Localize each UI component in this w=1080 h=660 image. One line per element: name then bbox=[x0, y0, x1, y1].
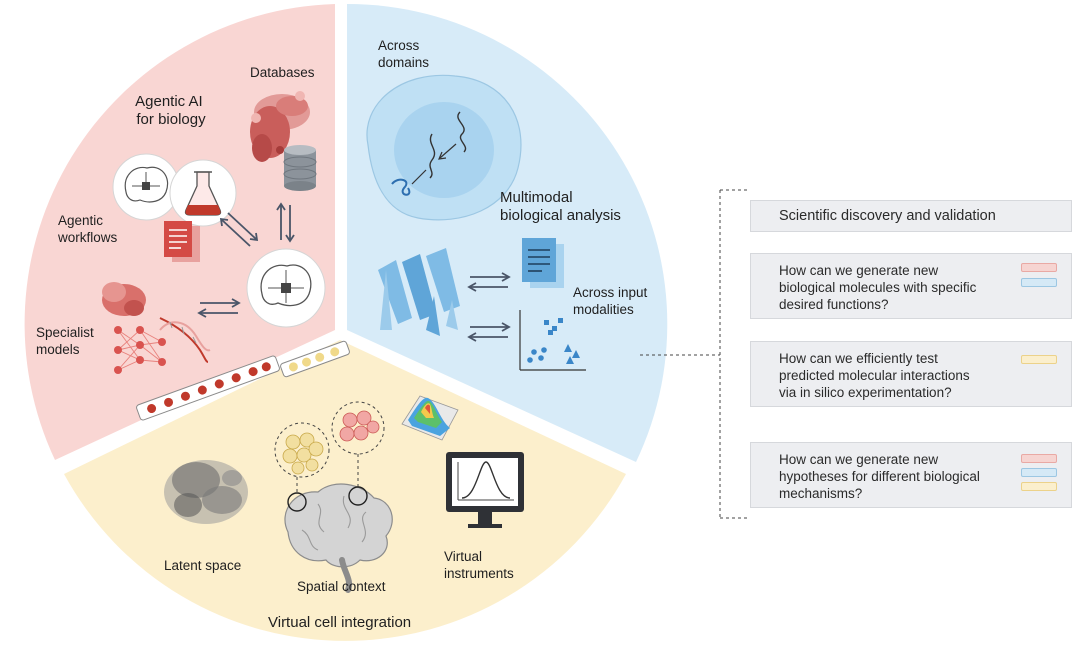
question-text-2: How can we efficiently test predicted mo… bbox=[779, 351, 970, 400]
central-brain-circuit-icon bbox=[246, 248, 326, 328]
across-domains-label: Across domains bbox=[378, 38, 429, 70]
spatial-context-label: Spatial context bbox=[297, 579, 386, 594]
specialist-models-label: Specialist models bbox=[36, 325, 98, 357]
tag-agentic-swatch bbox=[1021, 454, 1057, 463]
modality-exchange-arrows bbox=[467, 272, 511, 342]
specialist-exchange-arrows bbox=[197, 298, 241, 318]
documents-icon bbox=[164, 221, 200, 262]
virtual-instruments-label: Virtual instruments bbox=[444, 549, 514, 581]
cell-icon bbox=[366, 74, 522, 221]
databases-label: Databases bbox=[250, 65, 315, 80]
across-modalities-label: Across input modalities bbox=[573, 285, 651, 317]
question-text-3: How can we generate new hypotheses for d… bbox=[779, 452, 980, 501]
data-documents-icon bbox=[522, 238, 564, 288]
multimodal-title: Multimodal biological analysis bbox=[500, 189, 621, 224]
question-box-2: How can we efficiently test predicted mo… bbox=[750, 341, 1072, 407]
tag-virtual-cell-swatch bbox=[1021, 355, 1057, 364]
latent-space-cloud-icon bbox=[164, 460, 248, 524]
brain-circuit-icon bbox=[112, 153, 180, 221]
cell-cluster-yellow-icon bbox=[274, 422, 330, 478]
protein-structure-icon bbox=[250, 91, 310, 162]
question-box-3: How can we generate new hypotheses for d… bbox=[750, 442, 1072, 508]
spatial-connector-lines bbox=[296, 454, 359, 494]
tag-virtual-cell-swatch bbox=[1021, 482, 1057, 491]
scatter-plot-icon bbox=[519, 310, 586, 371]
panel-header: Scientific discovery and validation bbox=[779, 208, 996, 224]
flask-icon bbox=[169, 159, 237, 227]
brain-icon bbox=[284, 483, 393, 593]
latent-embedding-strip bbox=[136, 355, 280, 421]
latent-space-label: Latent space bbox=[164, 558, 241, 573]
agentic-workflows-label: Agentic workflows bbox=[57, 213, 118, 245]
cell-cluster-pink-icon bbox=[331, 401, 385, 455]
question-box-1: How can we generate new biological molec… bbox=[750, 253, 1072, 319]
workflow-exchange-arrows bbox=[219, 212, 259, 247]
neural-network-icon bbox=[114, 326, 166, 374]
question-text-1: How can we generate new biological molec… bbox=[779, 263, 977, 312]
panel-header-box: Scientific discovery and validation bbox=[750, 200, 1072, 232]
specialist-protein-icon bbox=[102, 282, 146, 316]
tag-multimodal-swatch bbox=[1021, 278, 1057, 287]
database-icon bbox=[283, 145, 317, 191]
tag-multimodal-swatch bbox=[1021, 468, 1057, 477]
surface-plot-icon bbox=[401, 395, 459, 441]
virtual-instrument-monitor-icon bbox=[446, 452, 524, 528]
panel-connector bbox=[640, 189, 748, 519]
virtual-cell-title: Virtual cell integration bbox=[268, 614, 411, 631]
agentic-ai-title: Agentic AI for biology bbox=[135, 93, 207, 128]
dna-icon bbox=[159, 317, 211, 363]
protein-ribbon-icon bbox=[378, 248, 460, 336]
tag-agentic-swatch bbox=[1021, 263, 1057, 272]
spatial-embedding-strip bbox=[280, 340, 350, 378]
database-exchange-arrows bbox=[276, 202, 295, 243]
